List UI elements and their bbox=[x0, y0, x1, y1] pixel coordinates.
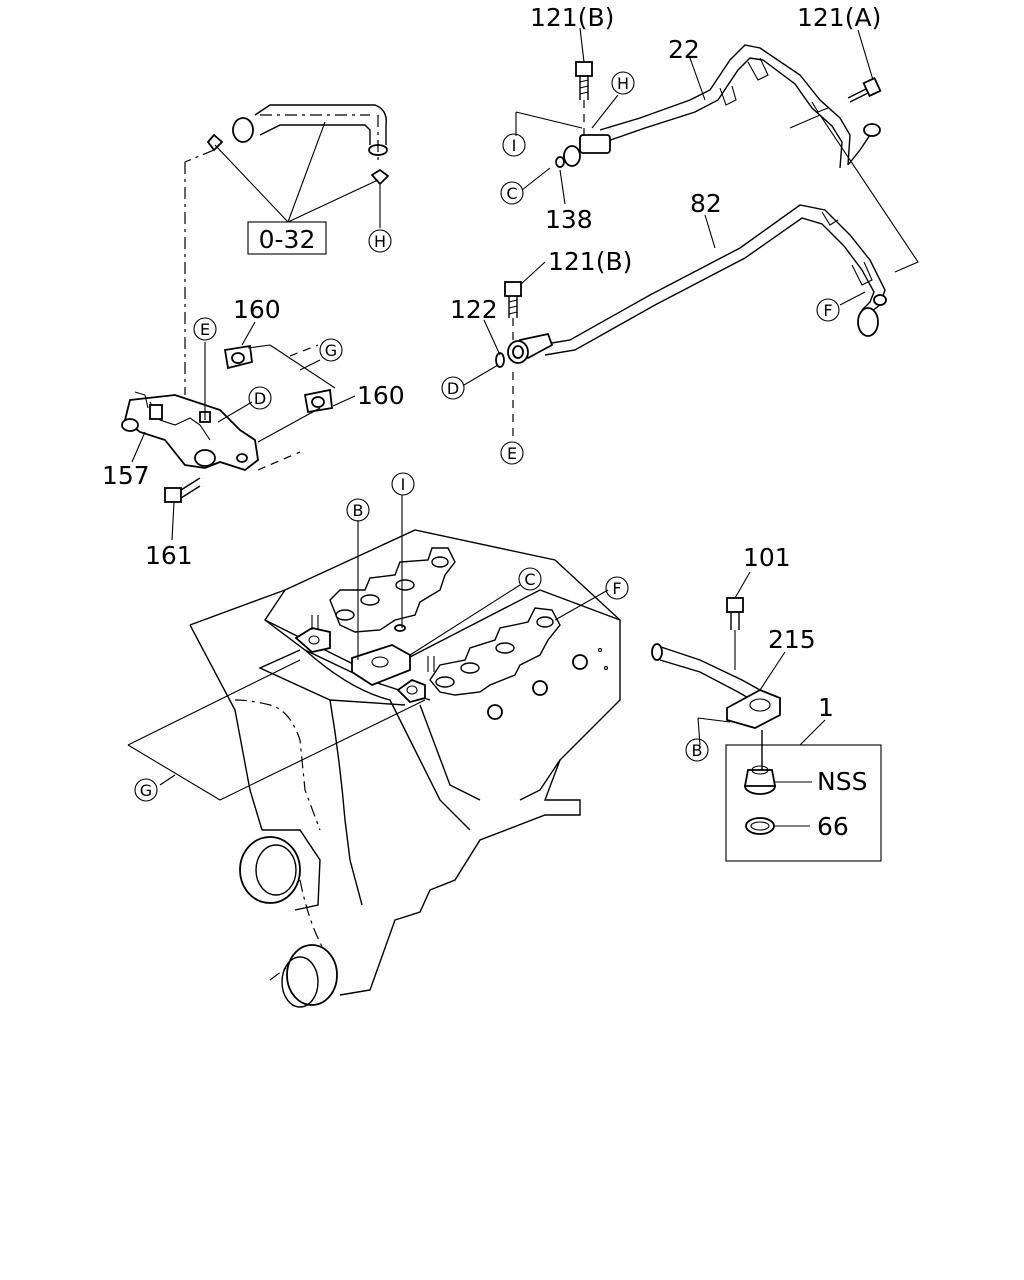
callout-f-engine: F bbox=[605, 576, 629, 600]
part-66: 66 bbox=[817, 812, 849, 841]
ref-box-label: 0-32 bbox=[259, 225, 316, 254]
hose-0-32-assembly: 0-32 bbox=[184, 104, 390, 395]
callout-h-top: H bbox=[611, 71, 635, 95]
svg-text:F: F bbox=[612, 579, 621, 598]
bolt-121b-top-icon bbox=[575, 61, 593, 100]
svg-text:I: I bbox=[512, 136, 517, 155]
part-82: 82 bbox=[690, 189, 722, 218]
callout-e-left: E bbox=[193, 317, 217, 341]
svg-text:B: B bbox=[353, 501, 364, 520]
svg-text:C: C bbox=[524, 570, 535, 589]
part-nss: NSS bbox=[817, 767, 867, 796]
svg-text:E: E bbox=[507, 444, 517, 463]
callout-g-engine: G bbox=[134, 778, 158, 802]
part-number-labels: 121(B) 121(A) 22 138 82 121(B) 122 160 1… bbox=[102, 3, 881, 841]
svg-text:I: I bbox=[401, 475, 406, 494]
svg-text:G: G bbox=[140, 781, 152, 800]
part-22: 22 bbox=[668, 35, 700, 64]
thermostat-nss-icon bbox=[743, 765, 777, 795]
svg-text:C: C bbox=[506, 184, 517, 203]
bolt-101-icon bbox=[726, 597, 744, 630]
callout-b-thermo: B bbox=[685, 738, 709, 762]
svg-text:F: F bbox=[823, 301, 832, 320]
callout-e-mid: E bbox=[500, 441, 524, 465]
bolt-121a-icon bbox=[847, 76, 882, 103]
part-121b-mid: 121(B) bbox=[548, 247, 632, 276]
outlet-pipe-215 bbox=[651, 571, 882, 862]
callout-c-top: C bbox=[500, 181, 524, 205]
thermostat-housing-157 bbox=[121, 321, 356, 541]
engine-block bbox=[127, 495, 621, 1008]
svg-text:H: H bbox=[617, 74, 629, 93]
part-122: 122 bbox=[450, 295, 498, 324]
pipe-22-assembly bbox=[515, 27, 919, 273]
part-138: 138 bbox=[545, 205, 593, 234]
callout-f-right: F bbox=[816, 298, 840, 322]
ref-box bbox=[247, 221, 327, 255]
bolt-121b-mid-icon bbox=[504, 281, 522, 318]
part-101: 101 bbox=[743, 543, 791, 572]
callout-h-left: H bbox=[368, 229, 392, 253]
part-121b-top: 121(B) bbox=[530, 3, 614, 32]
callout-i-top: I bbox=[502, 133, 526, 157]
part-160-right: 160 bbox=[357, 381, 405, 410]
part-1: 1 bbox=[818, 693, 834, 722]
part-215: 215 bbox=[768, 625, 816, 654]
svg-text:D: D bbox=[447, 379, 459, 398]
part-157: 157 bbox=[102, 461, 150, 490]
pipe-82-assembly bbox=[463, 204, 887, 440]
svg-text:G: G bbox=[325, 341, 337, 360]
callout-d-left: D bbox=[248, 386, 272, 410]
callout-i-engine: I bbox=[391, 472, 415, 496]
svg-text:B: B bbox=[692, 741, 703, 760]
bolt-161-icon bbox=[164, 477, 201, 503]
part-160-top: 160 bbox=[233, 295, 281, 324]
callout-g-left: G bbox=[319, 338, 343, 362]
kit-box-1 bbox=[725, 744, 882, 862]
callout-letters: H I C H F D E G bbox=[134, 71, 840, 802]
svg-text:H: H bbox=[374, 232, 386, 251]
seal-66-icon bbox=[745, 817, 775, 835]
callout-b-engine: B bbox=[346, 498, 370, 522]
svg-text:E: E bbox=[200, 320, 210, 339]
callout-c-engine: C bbox=[518, 567, 542, 591]
part-161: 161 bbox=[145, 541, 193, 570]
svg-text:D: D bbox=[254, 389, 266, 408]
callout-d-mid: D bbox=[441, 376, 465, 400]
part-121a: 121(A) bbox=[797, 3, 881, 32]
